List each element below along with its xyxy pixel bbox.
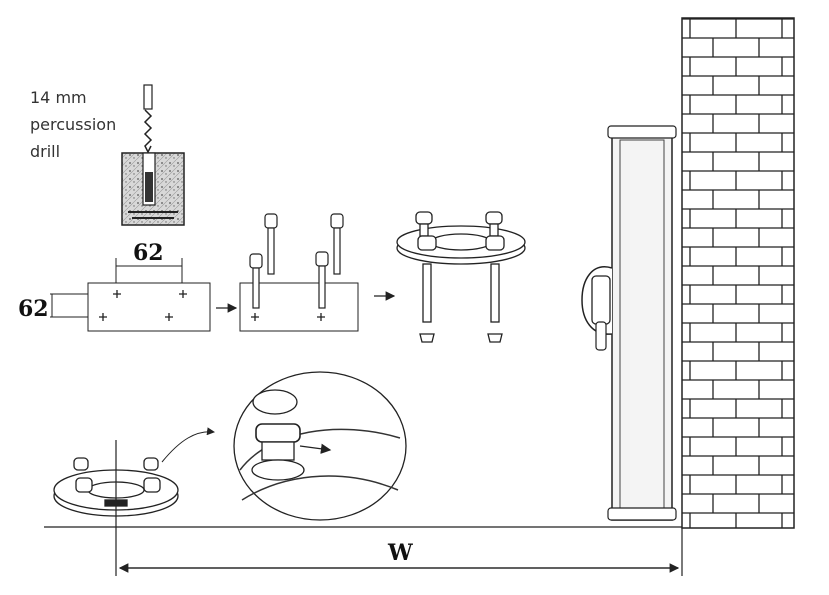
drill-bit <box>143 84 153 154</box>
drill-label: 14 mm percussion drill <box>30 88 117 161</box>
step2-anchor-bolts <box>239 213 359 332</box>
step1-mounting-plate <box>87 282 211 332</box>
hole-spacing-horizontal-label: 62 <box>133 240 164 266</box>
hole-spacing-vertical-label: 62 <box>18 296 49 322</box>
concrete-block <box>121 152 185 226</box>
brick-wall <box>681 17 795 529</box>
heater-pole <box>581 125 677 521</box>
detail-magnifier <box>233 371 407 521</box>
step3-base-assembly <box>396 211 526 343</box>
wall-distance-dimension <box>115 440 683 576</box>
wall-distance-label: W <box>388 540 413 566</box>
callout-arrow <box>161 427 215 463</box>
